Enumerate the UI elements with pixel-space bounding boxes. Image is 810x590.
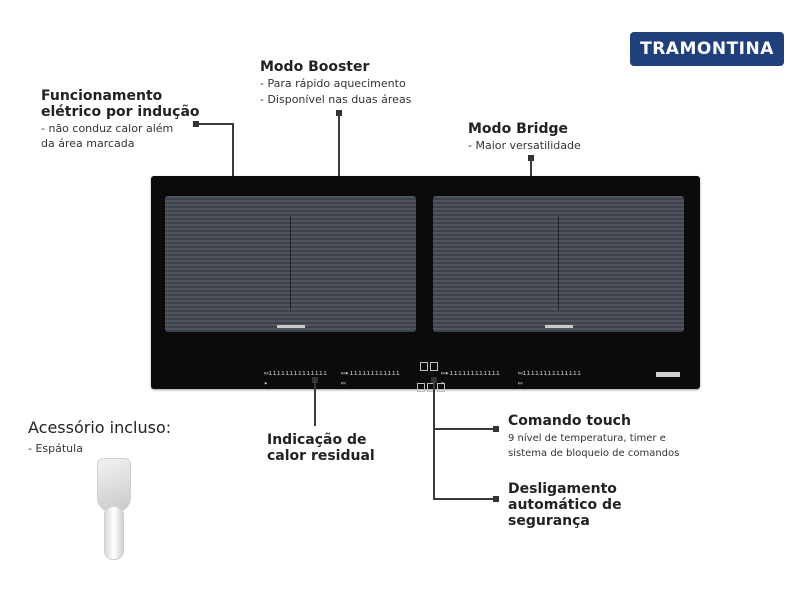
bridge-title: Modo Bridge [468, 121, 568, 137]
center-controls [417, 356, 447, 396]
shutoff-title-3: segurança [508, 513, 590, 529]
residual-title-2: calor residual [267, 448, 375, 464]
spatula-blade [97, 458, 131, 512]
power-slider-4[interactable]: ▭ıııııııııııııı ▭ [518, 369, 582, 387]
shutoff-leader-h [433, 498, 495, 500]
induction-title-1: Funcionamento [41, 88, 163, 104]
induction-leader-v [232, 123, 234, 215]
cooking-zone-left [165, 196, 416, 332]
induction-leader-h [196, 123, 234, 125]
spatula-handle [104, 506, 124, 560]
lock-button[interactable] [417, 383, 425, 392]
residual-title-1: Indicação de [267, 432, 367, 448]
accessory-desc: - Espátula [28, 442, 83, 455]
touch-title: Comando touch [508, 413, 631, 429]
shutoff-leader-end [493, 496, 499, 502]
residual-leader-v [314, 380, 316, 426]
booster-leader-v [338, 113, 340, 215]
zone-divider [290, 216, 291, 310]
power-slider-3[interactable]: ▭▸ıııııııııııı ▸ [441, 369, 501, 387]
zone-marker [545, 325, 573, 328]
bridge-desc-1: - Maior versatilidade [468, 139, 581, 152]
cooking-zone-right [433, 196, 684, 332]
zone-marker [277, 325, 305, 328]
booster-title: Modo Booster [260, 59, 370, 75]
brand-logo: TRAMONTINA [630, 32, 784, 66]
zone-divider [558, 216, 559, 310]
spatula-icon [95, 456, 135, 560]
cooktop-brand-mark [656, 372, 680, 377]
booster-desc-1: - Para rápido aquecimento [260, 77, 406, 90]
booster-button[interactable] [430, 362, 438, 371]
induction-cooktop: ▭ıııııııııııııı ▸ ▭▸ıııııııııııı ▭ ▭▸ııı… [151, 176, 700, 392]
accessory-title: Acessório incluso: [28, 418, 172, 437]
timer-button[interactable] [420, 362, 428, 371]
pause-button[interactable] [437, 383, 445, 392]
shutoff-title-2: automático de [508, 497, 622, 513]
touch-leader-end [493, 426, 499, 432]
touch-leader-v [433, 380, 435, 500]
touch-leader-h [433, 428, 495, 430]
power-slider-2[interactable]: ▭▸ıııııııııııı ▭ [341, 369, 401, 387]
induction-desc-2: da área marcada [41, 137, 135, 150]
induction-title-2: elétrico por indução [41, 104, 200, 120]
touch-desc-1: 9 nível de temperatura, timer e [508, 433, 666, 444]
shutoff-title-1: Desligamento [508, 481, 617, 497]
booster-desc-2: - Disponível nas duas áreas [260, 93, 412, 106]
touch-desc-2: sistema de bloqueio de comandos [508, 448, 680, 459]
induction-desc-1: - não conduz calor além [41, 122, 174, 135]
power-slider-1[interactable]: ▭ıııııııııııııı ▸ [264, 369, 328, 387]
